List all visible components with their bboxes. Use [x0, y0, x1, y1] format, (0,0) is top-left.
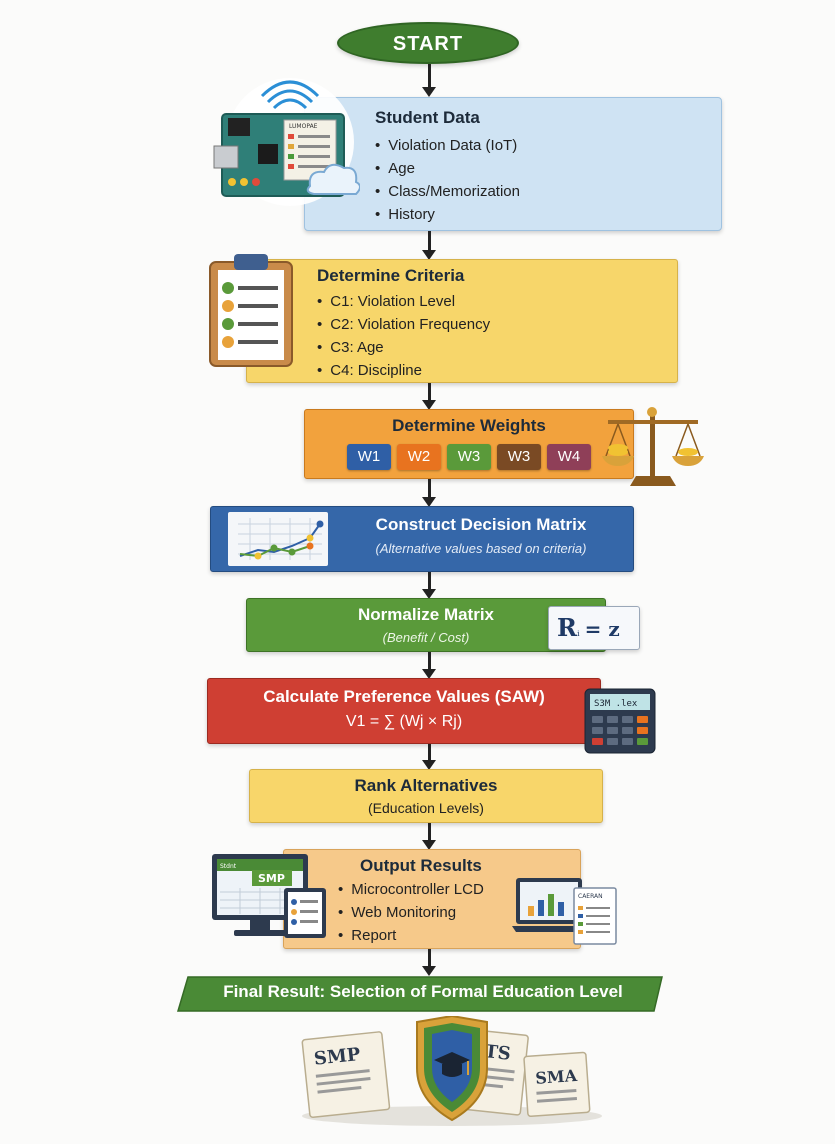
student-data-box: Student Data Violation Data (IoT) Age Cl… — [304, 97, 722, 231]
monitor-smp-label: SMP — [258, 872, 285, 885]
weight-chip-w3: W3 — [447, 444, 491, 470]
list-item: C4: Discipline — [317, 359, 677, 382]
weights-title: Determine Weights — [392, 416, 546, 435]
list-item: History — [375, 203, 721, 226]
output-title: Output Results — [360, 856, 482, 875]
decision-matrix-title: Construct Decision Matrix — [375, 515, 587, 534]
normalize-subtitle: (Benefit / Cost) — [382, 630, 470, 645]
list-item: C1: Violation Level — [317, 290, 677, 313]
laptop-dashboard-icon: CAERAN — [512, 878, 617, 945]
start-node: START — [337, 22, 519, 64]
list-item: Report — [338, 924, 580, 947]
iot-board-icon: LUMOPAE — [213, 78, 360, 206]
arrow-8 — [422, 823, 436, 850]
normalize-title: Normalize Matrix — [357, 605, 495, 624]
list-item: Microcontroller LCD — [338, 878, 580, 901]
doc-sma-label: SMA — [535, 1066, 578, 1088]
report-small-label: CAERAN — [578, 893, 603, 900]
arrow-4 — [422, 479, 436, 507]
criteria-list: C1: Violation Level C2: Violation Freque… — [317, 290, 677, 382]
formula-r: R — [557, 613, 577, 642]
arrow-1 — [422, 64, 436, 97]
line-chart-icon — [228, 512, 328, 566]
list-item: Class/Memorization — [375, 180, 721, 203]
board-label: LUMOPAE — [289, 123, 318, 130]
arrow-7 — [422, 744, 436, 770]
arrow-6 — [422, 652, 436, 679]
arrow-2 — [422, 231, 436, 260]
balance-scale-icon — [602, 407, 704, 486]
weight-chip-w2: W2 — [397, 444, 441, 470]
normalize-box: Normalize Matrix (Benefit / Cost) — [246, 598, 606, 652]
criteria-title: Determine Criteria — [317, 266, 465, 285]
rank-box: Rank Alternatives (Education Levels) — [249, 769, 603, 823]
final-result-label: Final Result: Selection of Formal Educat… — [223, 982, 623, 1001]
weight-chip-w4: W4 — [547, 444, 591, 470]
start-label: START — [392, 33, 464, 55]
rank-subtitle: (Education Levels) — [368, 800, 484, 816]
monitor-small-label: Stdnt — [220, 863, 237, 870]
normalize-formula-card: Rᵢ = z — [548, 606, 640, 650]
decision-matrix-subtitle: (Alternative values based on criteria) — [375, 541, 587, 556]
calculator-icon: S3M .lex — [584, 688, 656, 754]
list-item: Violation Data (IoT) — [375, 134, 721, 157]
arrow-9 — [422, 949, 436, 976]
arrow-3 — [422, 383, 436, 410]
rank-title: Rank Alternatives — [354, 776, 498, 795]
final-result-banner — [176, 976, 663, 1012]
preference-formula: V1 = ∑ (Wj × Rj) — [345, 713, 463, 730]
preference-box: Calculate Preference Values (SAW) V1 = ∑… — [207, 678, 601, 744]
desktop-monitor-icon: Stdnt SMP — [212, 854, 326, 938]
education-documents-illustration: SMP MTS SMA — [301, 1016, 602, 1126]
weight-chip-w3b: W3 — [497, 444, 541, 470]
weight-chip-w1: W1 — [347, 444, 391, 470]
student-data-title: Student Data — [375, 108, 480, 127]
calc-display: S3M .lex — [594, 699, 638, 709]
list-item: C3: Age — [317, 336, 677, 359]
clipboard-checklist-icon — [209, 254, 293, 367]
arrow-5 — [422, 572, 436, 599]
list-item: C2: Violation Frequency — [317, 313, 677, 336]
criteria-box: Determine Criteria C1: Violation Level C… — [246, 259, 678, 383]
preference-title: Calculate Preference Values (SAW) — [263, 687, 545, 706]
formula-rest: = z — [584, 617, 620, 641]
output-list: Microcontroller LCD Web Monitoring Repor… — [338, 878, 580, 947]
list-item: Web Monitoring — [338, 901, 580, 924]
list-item: Age — [375, 157, 721, 180]
doc-smp-label: SMP — [313, 1044, 362, 1070]
student-data-list: Violation Data (IoT) Age Class/Memorizat… — [375, 134, 721, 226]
